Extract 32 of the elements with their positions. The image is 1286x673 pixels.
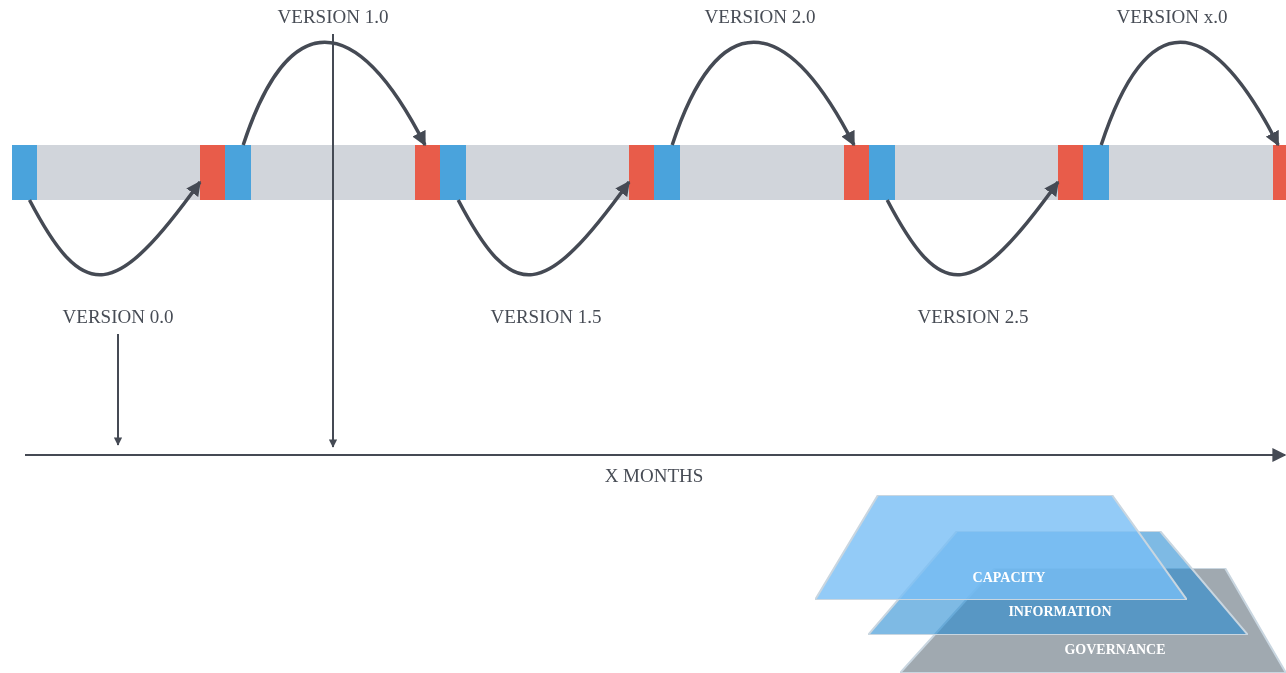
start-marker xyxy=(12,145,37,200)
curved-arrow xyxy=(670,40,856,147)
start-marker xyxy=(440,145,466,200)
curved-arrow xyxy=(885,180,1060,277)
version-label: VERSION 1.0 xyxy=(253,6,413,28)
curved-arrow xyxy=(1099,40,1280,147)
version-label: VERSION 2.5 xyxy=(893,306,1053,328)
axis-label: X MONTHS xyxy=(604,465,704,487)
start-marker xyxy=(869,145,895,200)
version-label: VERSION 1.5 xyxy=(466,306,626,328)
layer-label: GOVERNANCE xyxy=(1064,642,1166,658)
start-marker xyxy=(654,145,680,200)
release-marker xyxy=(629,145,654,200)
curved-arrow xyxy=(456,180,631,277)
release-marker xyxy=(844,145,869,200)
layer-label: INFORMATION xyxy=(1008,604,1112,620)
version-label: VERSION 0.0 xyxy=(38,306,198,328)
release-marker xyxy=(200,145,225,200)
release-marker xyxy=(415,145,440,200)
version-label: VERSION 2.0 xyxy=(680,6,840,28)
timeline-bar xyxy=(12,145,1286,200)
pointer-arrow xyxy=(328,33,338,448)
curved-arrow xyxy=(27,180,202,277)
start-marker xyxy=(1083,145,1109,200)
release-marker xyxy=(1273,145,1286,200)
layer-label: CAPACITY xyxy=(972,570,1046,586)
version-label: VERSION x.0 xyxy=(1092,6,1252,28)
start-marker xyxy=(225,145,251,200)
curved-arrow xyxy=(241,40,427,147)
release-marker xyxy=(1058,145,1083,200)
pointer-arrow xyxy=(113,333,123,446)
layer-plane xyxy=(815,495,1187,600)
